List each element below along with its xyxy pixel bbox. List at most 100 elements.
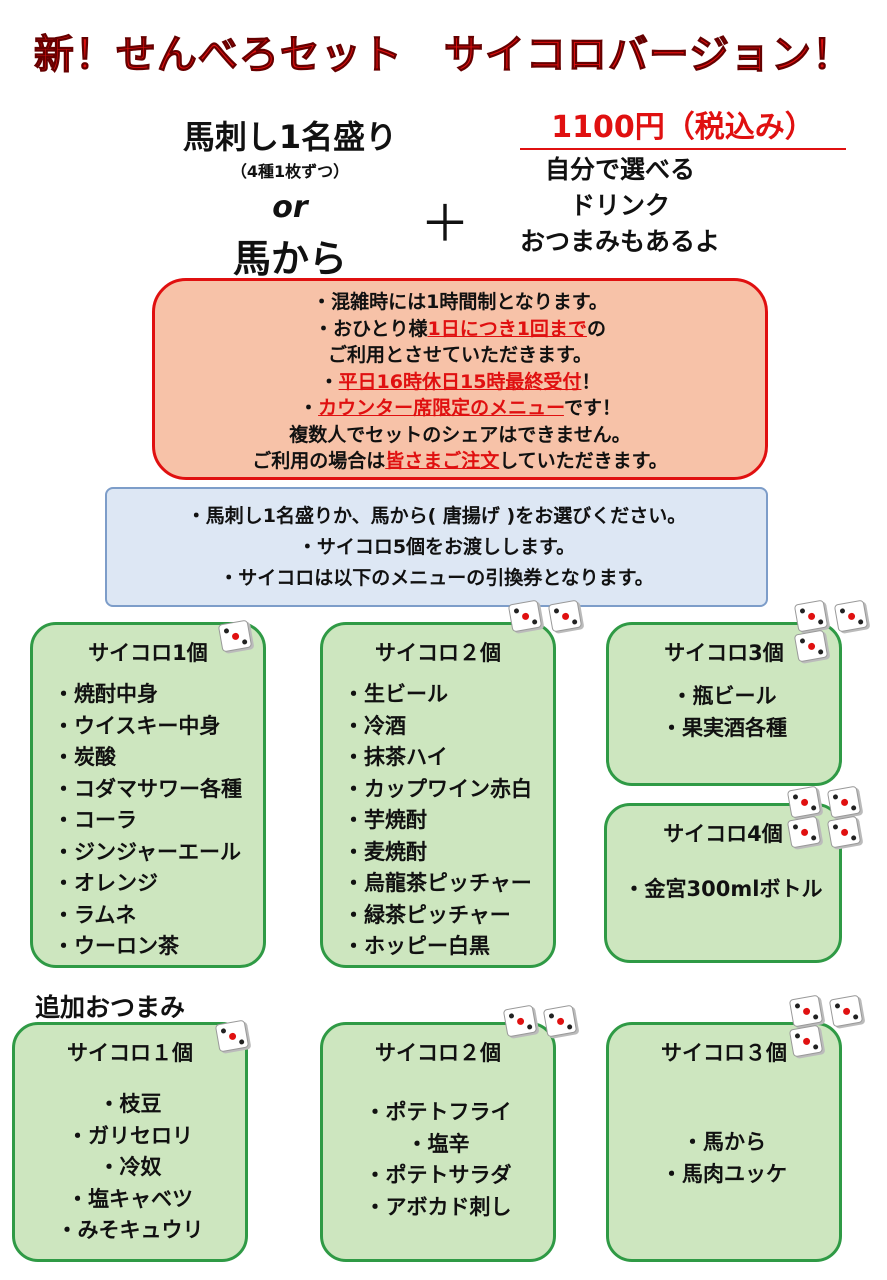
drink-box-4-dice: サイコロ4個・金宮300mlボトル <box>604 803 842 963</box>
plus-sign: ＋ <box>420 195 470 253</box>
box-header: サイコロ２個 <box>375 1041 501 1065</box>
menu-item: ・ラムネ <box>53 902 137 927</box>
rule-highlight: 皆さまご注文 <box>385 450 500 472</box>
box-header: サイコロ２個 <box>375 641 501 665</box>
die-icon <box>502 1004 538 1038</box>
main-option-karaage: 馬から <box>232 237 347 281</box>
instruction-line: ・サイコロは以下のメニューの引換券となります。 <box>219 567 654 589</box>
menu-item: ・アボカド刺し <box>364 1194 512 1219</box>
item-list: ・馬から・馬肉ユッケ <box>609 1127 839 1190</box>
menu-item: ・焼酎中身 <box>53 682 158 706</box>
rule-highlight: カウンター席限定のメニュー <box>318 397 564 419</box>
menu-item: ・冷奴 <box>98 1155 162 1179</box>
drink-box-1-die: サイコロ1個・焼酎中身・ウイスキー中身・炭酸・コダマサワー各種・コーラ・ジンジャ… <box>30 622 266 968</box>
rule-highlight: 平日16時休日15時最終受付 <box>338 370 582 393</box>
menu-item: ・芋焼酎 <box>343 808 427 832</box>
dice-cluster <box>507 599 590 633</box>
die-icon <box>793 599 829 633</box>
menu-item: ・麦焼酎 <box>343 839 427 864</box>
menu-item: ・ジンジャーエール <box>53 839 241 864</box>
dice-cluster <box>793 599 876 663</box>
item-list: ・焼酎中身・ウイスキー中身・炭酸・コダマサワー各種・コーラ・ジンジャーエール・オ… <box>33 679 263 963</box>
die-icon <box>786 815 822 849</box>
menu-item: ・炭酸 <box>53 745 116 769</box>
menu-item: ・枝豆 <box>98 1092 162 1116</box>
rule-text: の <box>586 317 606 340</box>
dice-cluster <box>786 785 869 849</box>
menu-item: ・塩キャベツ <box>67 1186 193 1211</box>
rule-text: していただきます。 <box>499 450 668 472</box>
die-icon <box>547 599 583 633</box>
menu-item: ・抹茶ハイ <box>343 745 448 769</box>
snack-box-1-die: サイコロ１個・枝豆・ガリセロリ・冷奴・塩キャベツ・みそキュウリ <box>12 1022 248 1262</box>
drink-box-2-dice: サイコロ２個・生ビール・冷酒・抹茶ハイ・カップワイン赤白・芋焼酎・麦焼酎・烏龍茶… <box>320 622 556 968</box>
die-icon <box>507 599 543 633</box>
die-icon <box>786 785 822 819</box>
menu-item: ・コーラ <box>53 808 137 832</box>
rule-line: ・平日16時休日15時最終受付！ <box>155 369 765 396</box>
extra-snacks-label: 追加おつまみ <box>35 993 186 1022</box>
box-header: サイコロ１個 <box>67 1041 193 1065</box>
rule-line: ・混雑時には1時間制となります。 <box>312 291 608 313</box>
menu-item: ・ウイスキー中身 <box>53 713 221 738</box>
box-header: サイコロ３個 <box>661 1041 787 1065</box>
rule-text: です！ <box>563 397 621 419</box>
dice-cluster <box>217 619 256 653</box>
die-icon <box>793 629 829 663</box>
menu-item: ・コダマサワー各種 <box>53 776 242 801</box>
drink-line-1: 自分で選べる <box>544 155 695 184</box>
menu-item: ・馬肉ユッケ <box>661 1161 787 1186</box>
or-label: or <box>272 190 308 225</box>
rule-text: ご利用の場合は <box>252 450 386 472</box>
menu-item: ・ウーロン茶 <box>53 934 179 958</box>
box-header: サイコロ4個 <box>663 822 783 846</box>
die-icon <box>826 785 862 819</box>
die-icon <box>788 1024 824 1058</box>
menu-item: ・馬から <box>682 1130 766 1154</box>
menu-item: ・塩辛 <box>406 1131 470 1156</box>
rule-line: 複数人でセットのシェアはできません。 <box>289 423 631 446</box>
rule-text: ・ <box>319 370 339 393</box>
dice-cluster <box>788 994 871 1058</box>
item-list: ・瓶ビール・果実酒各種 <box>609 681 839 744</box>
menu-item: ・ポテトサラダ <box>364 1163 512 1187</box>
item-list: ・生ビール・冷酒・抹茶ハイ・カップワイン赤白・芋焼酎・麦焼酎・烏龍茶ピッチャー・… <box>323 679 553 963</box>
drink-line-3: おつまみもあるよ <box>519 227 720 256</box>
drink-line-2: ドリンク <box>569 191 670 220</box>
menu-item: ・ガリセロリ <box>67 1123 193 1148</box>
menu-item: ・オレンジ <box>53 871 158 895</box>
menu-item: ・緑茶ピッチャー <box>343 902 511 927</box>
menu-item: ・冷酒 <box>343 713 406 738</box>
rules-box: ・混雑時には1時間制となります。 ・おひとり様1日につき1回までの ご利用とさせ… <box>152 278 768 480</box>
rule-text: ・ <box>299 397 319 419</box>
rule-text: ！ <box>581 370 601 393</box>
instruction-line: ・サイコロ5個をお渡しします。 <box>297 536 576 558</box>
dice-cluster <box>214 1019 253 1053</box>
menu-item: ・みそキュウリ <box>56 1218 204 1242</box>
menu-item: ・カップワイン赤白 <box>343 776 532 801</box>
rule-line: ・カウンター席限定のメニューです！ <box>155 395 765 422</box>
menu-item: ・果実酒各種 <box>661 715 787 740</box>
main-option-note: （4種1枚ずつ） <box>230 162 350 181</box>
poster-title: 新！せんべろセット サイコロバージョン！ <box>33 32 854 79</box>
item-list: ・枝豆・ガリセロリ・冷奴・塩キャベツ・みそキュウリ <box>15 1089 245 1247</box>
box-header: サイコロ1個 <box>88 641 208 665</box>
menu-item: ・烏龍茶ピッチャー <box>343 871 532 895</box>
menu-item: ・金宮300mlボトル <box>623 877 823 901</box>
rule-line: ご利用の場合は皆さまご注文していただきます。 <box>155 448 765 475</box>
instruction-line: ・馬刺し1名盛りか、馬から( 唐揚げ )をお選びください。 <box>186 505 687 527</box>
rule-line: ご利用とさせていただきます。 <box>327 344 593 366</box>
die-icon <box>788 994 824 1028</box>
rule-text: ・おひとり様 <box>314 317 428 340</box>
menu-item: ・生ビール <box>343 682 448 706</box>
rule-highlight: 1日につき1回まで <box>427 317 587 340</box>
price: 1100円（税込み） <box>520 102 846 150</box>
dice-cluster <box>502 1004 585 1038</box>
menu-item: ・ホッピー白黒 <box>343 934 490 958</box>
main-option-horse-sashimi: 馬刺し1名盛り <box>182 118 398 156</box>
die-icon <box>833 599 869 633</box>
box-header: サイコロ3個 <box>664 641 784 665</box>
snack-box-2-dice: サイコロ２個・ポテトフライ・塩辛・ポテトサラダ・アボカド刺し <box>320 1022 556 1262</box>
menu-item: ・瓶ビール <box>671 684 777 708</box>
die-icon <box>214 1019 250 1053</box>
